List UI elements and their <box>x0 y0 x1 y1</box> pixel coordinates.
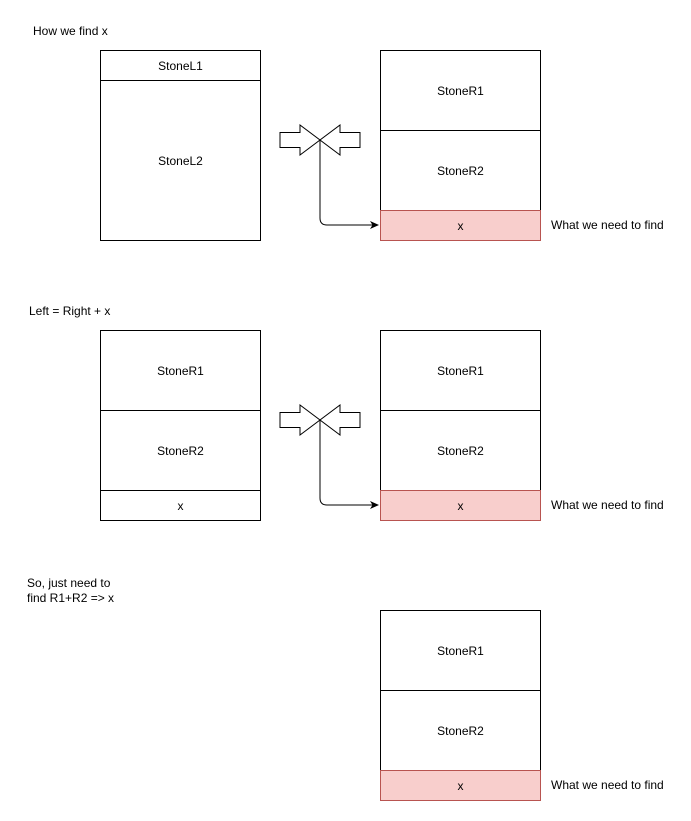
stone-r1-box: StoneR1 <box>380 610 541 691</box>
stone-r1-box: StoneR1 <box>380 50 541 131</box>
left-stone-r1-box: StoneR1 <box>100 330 261 411</box>
stone-r1-box: StoneR1 <box>380 330 541 411</box>
section3-note: What we need to find <box>551 778 664 792</box>
x-box: x <box>380 490 541 521</box>
stone-l1-box: StoneL1 <box>100 50 261 81</box>
left-stone-r2-box: StoneR2 <box>100 410 261 491</box>
stone-r2-box: StoneR2 <box>380 410 541 491</box>
section2-note: What we need to find <box>551 498 664 512</box>
section2-caption: Left = Right + x <box>29 304 111 318</box>
section1-note: What we need to find <box>551 218 664 232</box>
section3-caption: So, just need to find R1+R2 => x <box>27 576 115 605</box>
connector-arrow <box>319 420 379 509</box>
balance-arrows-icon <box>279 124 361 156</box>
connector-arrow <box>319 140 379 229</box>
stone-r2-box: StoneR2 <box>380 130 541 211</box>
left-x-box: x <box>100 490 261 521</box>
section1-caption: How we find x <box>33 24 108 38</box>
x-box: x <box>380 210 541 241</box>
balance-arrows-icon <box>279 404 361 436</box>
x-box: x <box>380 770 541 801</box>
stone-l2-box: StoneL2 <box>100 80 261 241</box>
